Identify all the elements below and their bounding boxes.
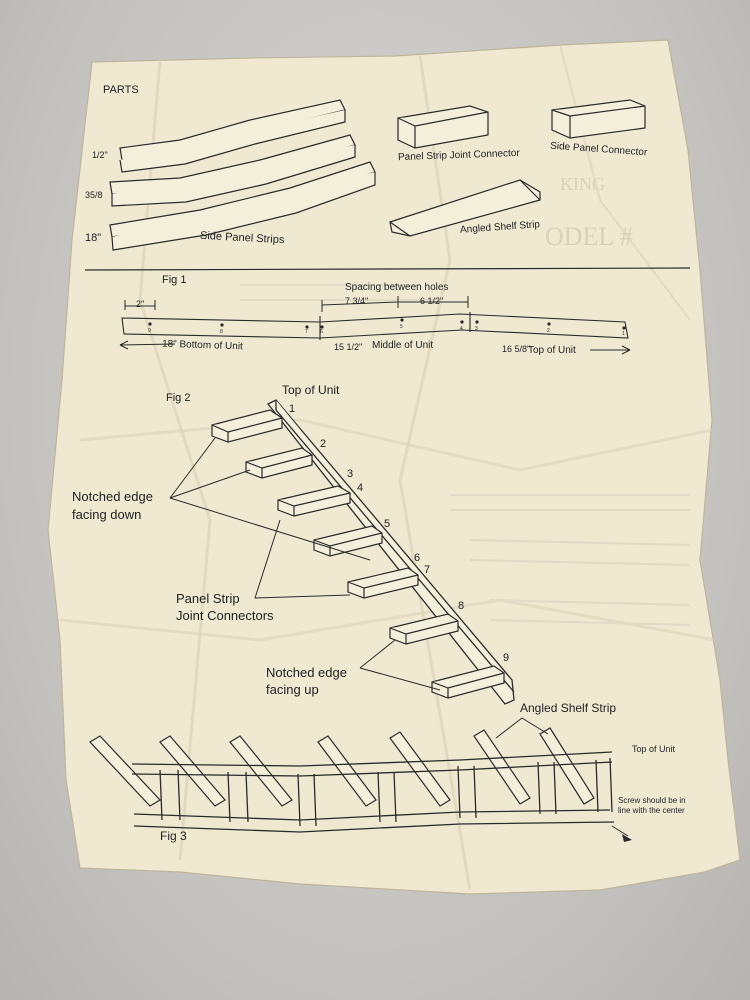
side-panel-connector-drawing — [551, 99, 646, 139]
crease — [559, 44, 691, 321]
fig3-leader-lines — [495, 717, 629, 837]
section-divider — [84, 267, 691, 271]
side-panel-strips-drawing — [109, 99, 376, 251]
angled-shelf-strip-drawing — [389, 179, 541, 237]
fig3-shelf-strips — [89, 727, 595, 807]
crease — [79, 418, 713, 472]
panel-strip-joint-connector-drawing — [397, 105, 489, 149]
show-through-print: KING — [560, 174, 605, 194]
paper-sheet — [47, 39, 741, 895]
fig2-leader-lines — [169, 437, 441, 691]
fig3-frame — [131, 751, 615, 833]
fig3-arrow — [622, 834, 632, 842]
fig1-holes — [148, 318, 626, 330]
fig2-connectors — [211, 409, 505, 699]
fig1-dimension-lines — [119, 296, 631, 355]
fig1-strip — [121, 312, 629, 340]
show-through-lines — [240, 284, 691, 626]
show-through-print: ODEL # — [545, 222, 633, 251]
crease — [59, 598, 716, 642]
